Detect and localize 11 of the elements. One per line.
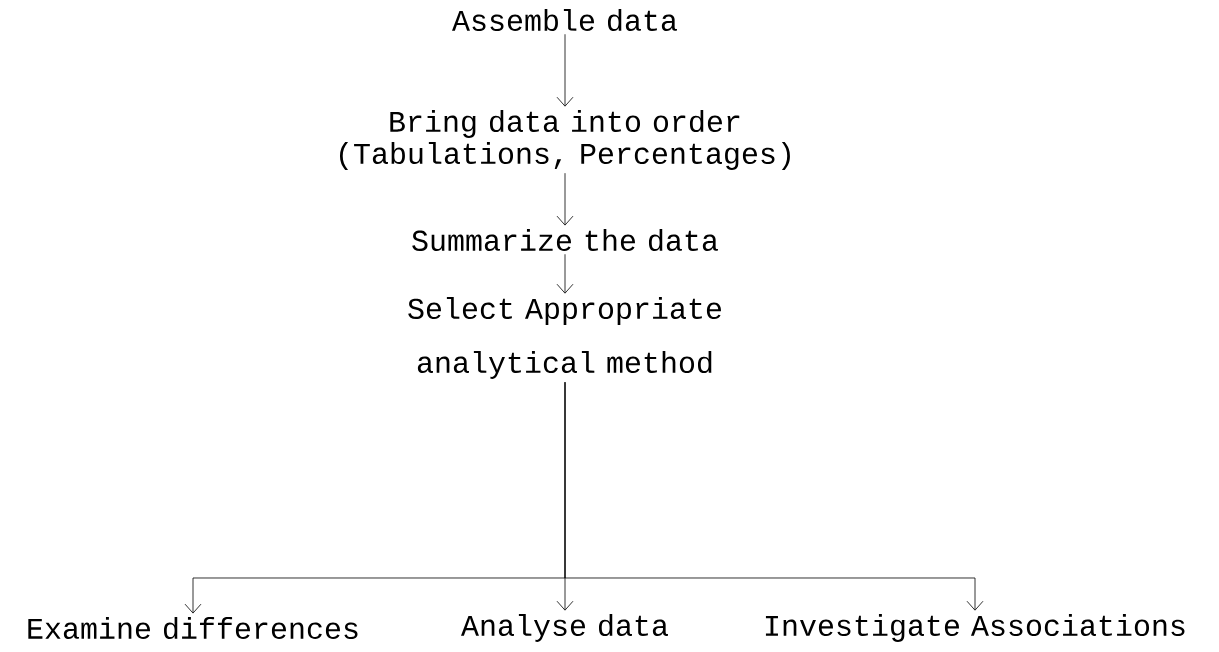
step-text: Investigate Associations (765, 614, 1185, 642)
step-text: Analyse data (461, 614, 668, 642)
arrow (556, 33, 574, 107)
step-text: Select Appropriate analytical method (408, 297, 721, 379)
step-text: Summarize the data (412, 228, 718, 252)
arrow (556, 253, 574, 294)
step-text: Bring data into order (Tabulations, Percentages) (339, 110, 790, 170)
step-text: Examine differences (28, 616, 358, 640)
step-text: Assemble data (452, 8, 677, 32)
arrow (556, 172, 574, 226)
arrow (564, 381, 984, 611)
